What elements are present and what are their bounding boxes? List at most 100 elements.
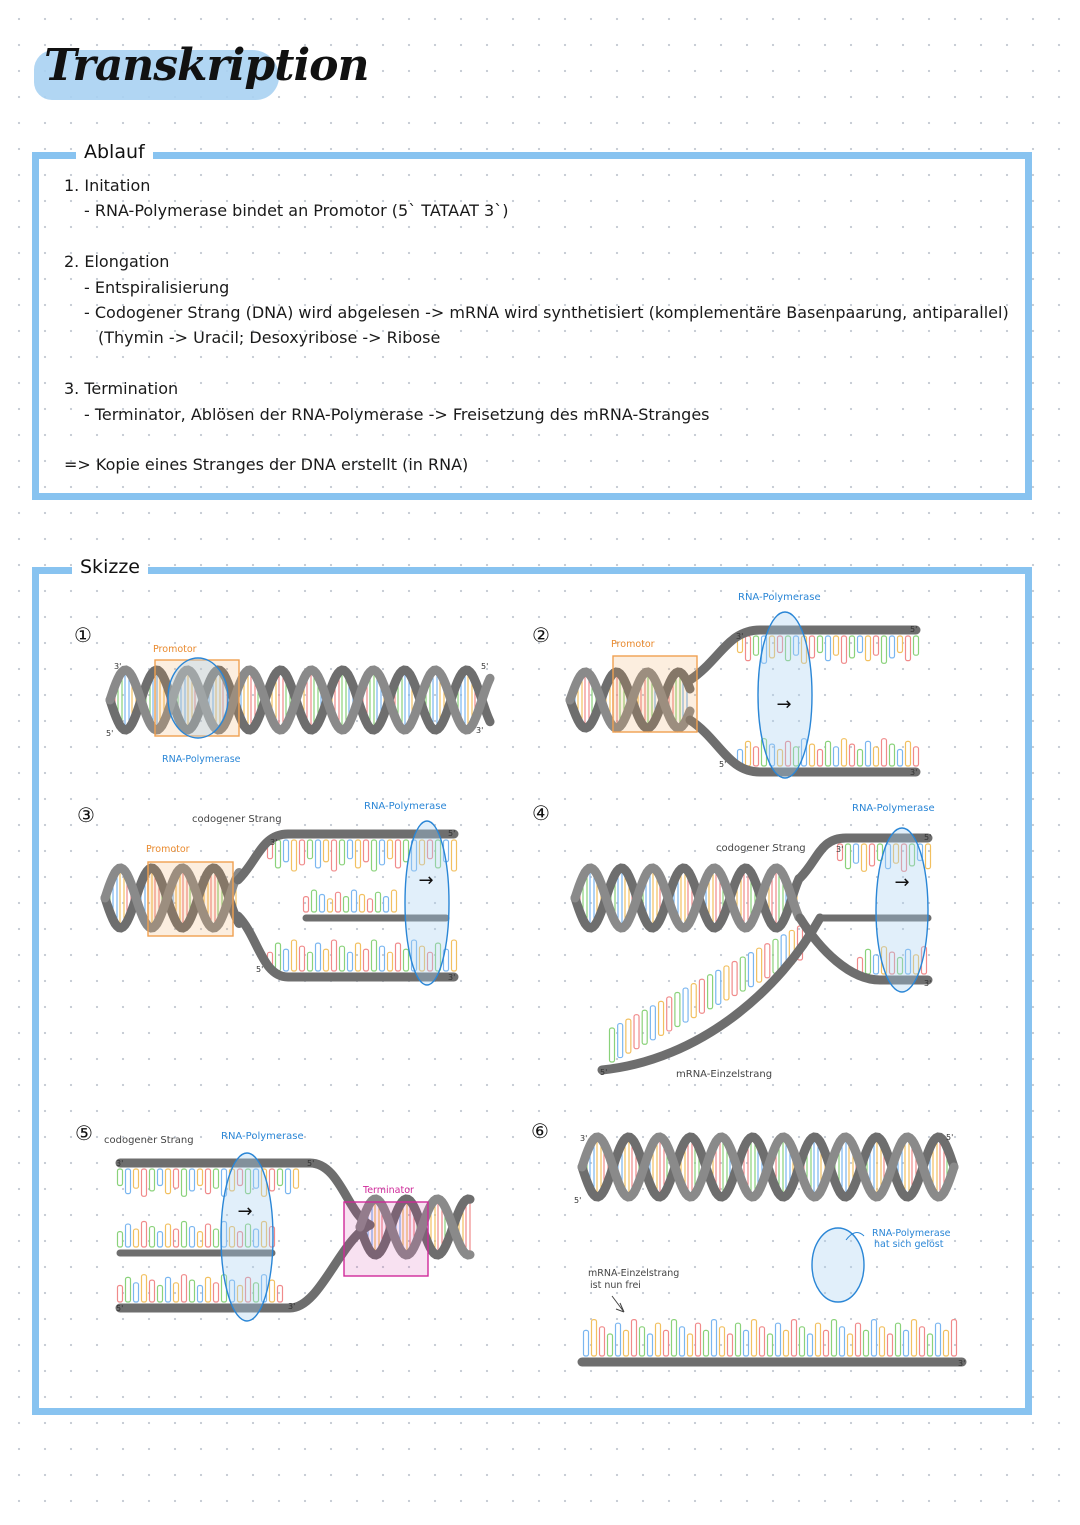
end-label: 5' [256, 965, 263, 974]
base [156, 1168, 164, 1187]
end-label: 5' [448, 829, 455, 838]
base [926, 1333, 934, 1357]
end-label: 5' [106, 729, 113, 738]
arrow-right-icon: → [894, 872, 909, 893]
base [894, 1322, 902, 1357]
dna-strand [355, 1194, 475, 1260]
base [752, 746, 760, 767]
base [116, 1284, 124, 1303]
base [450, 839, 458, 872]
base [690, 983, 697, 1019]
end-label: 5' [481, 662, 488, 671]
base [196, 1230, 204, 1248]
base [739, 956, 746, 992]
end-label: 3' [114, 662, 121, 671]
base [386, 951, 394, 972]
end-label: 5' [307, 1159, 314, 1168]
base [848, 635, 856, 659]
base [920, 946, 928, 975]
polymerase-shape [875, 827, 929, 993]
dna-strand [795, 913, 933, 985]
base [132, 1228, 140, 1248]
base-pair [369, 669, 375, 731]
base [306, 839, 314, 860]
dna-strand [570, 863, 804, 933]
base [390, 889, 398, 913]
polymerase-shape [811, 1227, 865, 1303]
dna-strand [233, 911, 459, 982]
base [880, 635, 888, 664]
base [625, 1018, 632, 1054]
promotor-label: Promotor [611, 639, 655, 650]
base [836, 843, 844, 862]
region-box [343, 1201, 429, 1277]
base [322, 839, 330, 863]
end-label: 3' [924, 979, 931, 988]
base [366, 898, 374, 913]
base [886, 1333, 894, 1357]
end-label: 5' [910, 625, 917, 634]
base [212, 1228, 220, 1248]
arrow-right-icon: → [418, 870, 433, 891]
base [715, 969, 722, 1005]
base [904, 635, 912, 662]
base [772, 938, 779, 974]
base [864, 635, 872, 662]
polymerase-label: RNA-Polymerase [162, 754, 241, 765]
base [750, 1318, 758, 1357]
base [768, 743, 776, 767]
base [776, 748, 784, 767]
base-pair [278, 669, 284, 731]
base [723, 965, 730, 1001]
base [434, 942, 442, 972]
base [180, 1168, 188, 1197]
base [274, 942, 282, 972]
base [180, 1274, 188, 1303]
base-pair [124, 669, 130, 731]
base [792, 635, 800, 656]
base [816, 635, 824, 654]
base [856, 748, 864, 767]
pointer-arrow [611, 1295, 625, 1313]
base [868, 843, 876, 867]
base [784, 740, 792, 767]
base [282, 948, 290, 972]
base [912, 954, 920, 975]
base [268, 1168, 276, 1192]
base-pair [904, 1136, 910, 1198]
base [310, 889, 318, 913]
base [140, 1220, 148, 1248]
base [731, 960, 738, 997]
base [314, 839, 322, 869]
panel-number: ② [532, 623, 550, 647]
base [124, 1168, 132, 1195]
pointer-line [845, 1232, 865, 1241]
base-pair [596, 1136, 602, 1198]
base [832, 635, 840, 656]
base [156, 1284, 164, 1303]
base-pair [589, 867, 595, 929]
base-pair [465, 1198, 471, 1256]
end-label: 3' [476, 726, 483, 735]
conclusion: => Kopie eines Stranges der DNA erstellt… [64, 455, 469, 475]
base [434, 839, 442, 869]
base [426, 951, 434, 972]
base [140, 1274, 148, 1303]
base-pair [617, 867, 623, 929]
skizze-heading: Skizze [72, 556, 148, 578]
base [880, 738, 888, 767]
base [904, 948, 912, 975]
base-pair [341, 669, 347, 731]
step-title: 2. Elongation [64, 252, 170, 272]
base [774, 1322, 782, 1357]
step-title: 1. Initation [64, 176, 151, 195]
base [394, 942, 402, 972]
base [734, 1322, 742, 1357]
base-pair [841, 1136, 847, 1198]
base [614, 1322, 622, 1357]
strands-layer [100, 625, 967, 1367]
base [394, 839, 402, 869]
base [888, 635, 896, 659]
panel-number: ⑤ [75, 1121, 93, 1145]
base [164, 1276, 172, 1303]
